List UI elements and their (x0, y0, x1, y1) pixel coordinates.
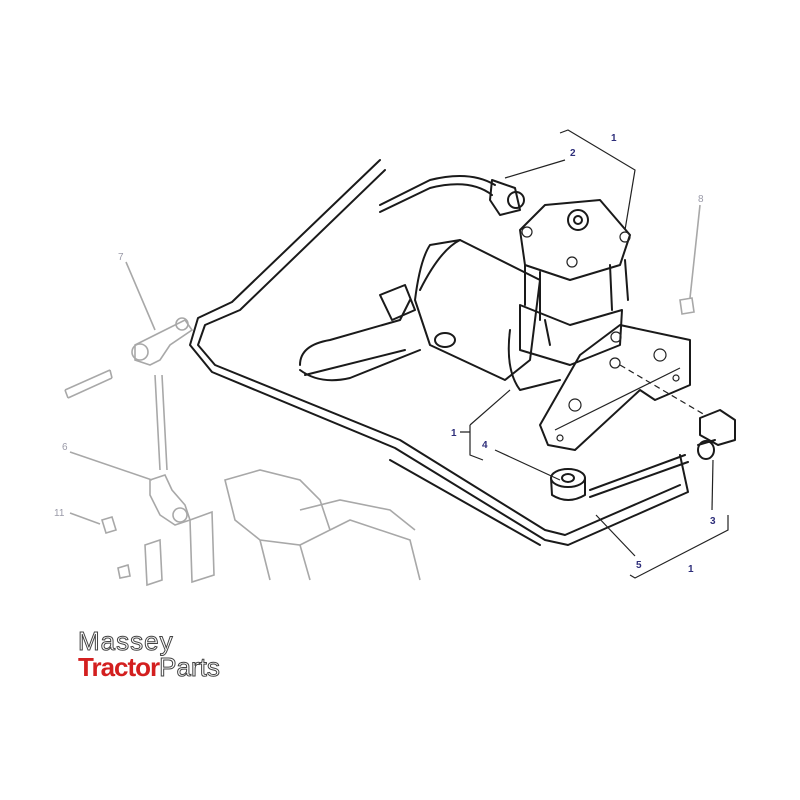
mounting-bracket (539, 324, 706, 451)
callout-6: 6 (62, 442, 68, 453)
mounting-tray (189, 159, 689, 546)
compressor-head (519, 199, 631, 366)
logo-tractor: Tractor (78, 652, 160, 682)
callout-1-bottom: 1 (688, 564, 694, 575)
hose-segment (589, 454, 689, 498)
elbow-connector (697, 409, 736, 460)
callout-1-top: 1 (611, 133, 617, 144)
callout-2: 2 (570, 148, 576, 159)
faded-background-parts (64, 297, 695, 587)
callout-1-left: 1 (451, 428, 457, 439)
callout-4: 4 (482, 440, 488, 451)
logo-parts: Parts (159, 652, 221, 682)
callout-5: 5 (636, 560, 642, 571)
logo-massey: Massey (78, 626, 174, 656)
callout-3: 3 (710, 516, 716, 527)
air-pipe (379, 175, 525, 216)
leader-lines (69, 129, 729, 579)
callout-7: 7 (118, 252, 124, 263)
mount-bush (550, 468, 586, 501)
compressor-motor (299, 239, 561, 391)
callout-8: 8 (698, 194, 704, 205)
callout-11: 11 (54, 508, 65, 519)
